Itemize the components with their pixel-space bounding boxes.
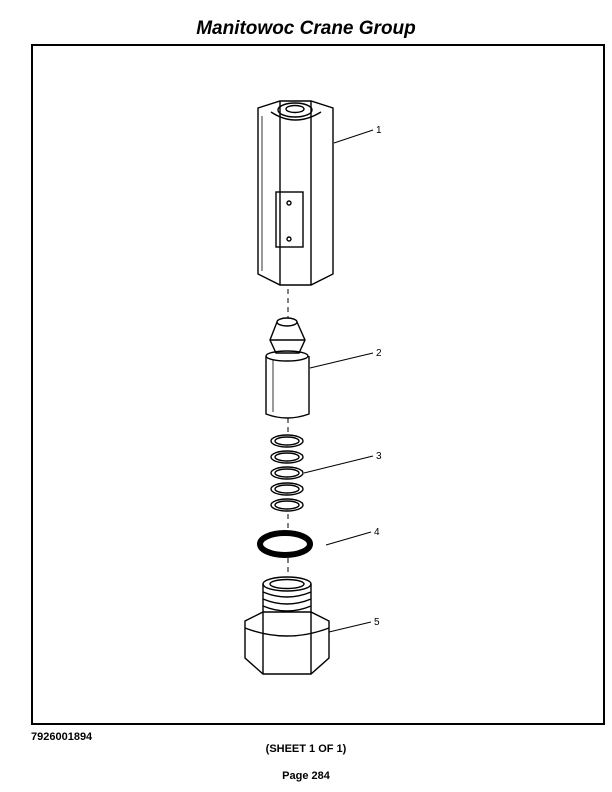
leader-lines <box>303 129 374 633</box>
callout-2: 2 <box>376 348 382 359</box>
part-5-hex-plug <box>244 576 330 675</box>
sheet-label: (SHEET 1 OF 1) <box>265 743 347 755</box>
callout-1: 1 <box>376 125 382 136</box>
exploded-parts-diagram: 1 2 3 4 5 <box>244 100 382 675</box>
part-1-hex-body <box>257 100 334 286</box>
page-number: Page 284 <box>282 770 330 782</box>
part-3-spring <box>270 434 304 512</box>
drawing-number: 7926001894 <box>31 731 93 743</box>
callout-3: 3 <box>376 451 382 462</box>
callout-5: 5 <box>374 617 380 628</box>
callout-4: 4 <box>374 527 380 538</box>
part-2-poppet <box>265 317 310 419</box>
page-title: Manitowoc Crane Group <box>196 18 416 39</box>
diagram-frame: 1 2 3 4 5 <box>31 44 605 725</box>
part-4-o-ring <box>257 530 313 558</box>
